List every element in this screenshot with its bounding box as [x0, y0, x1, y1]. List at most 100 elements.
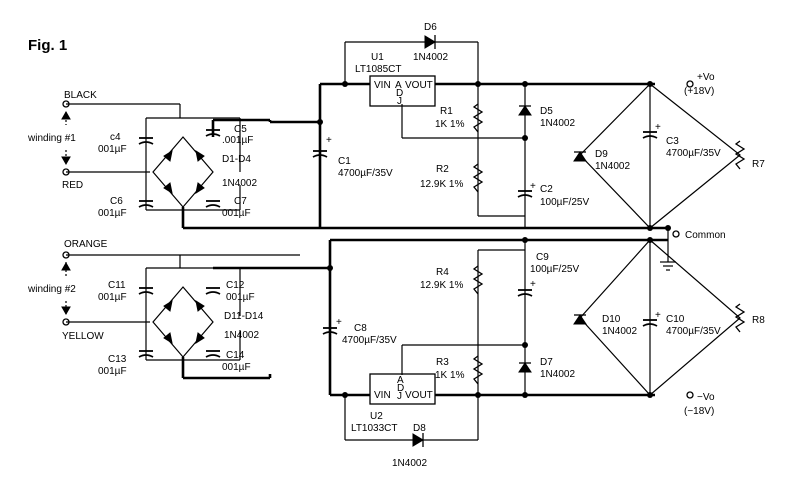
c5-ref: C5 — [234, 124, 247, 135]
pos-output-label: +Vo — [697, 72, 715, 83]
c2-value: 100µF/25V — [540, 197, 589, 208]
black-terminal-label: BLACK — [64, 90, 97, 101]
c12-ref: C12 — [226, 280, 245, 291]
u1-j: J — [397, 96, 402, 107]
u2-regulator — [369, 373, 436, 405]
c3-ref: C3 — [666, 136, 679, 147]
figure-title: Fig. 1 — [28, 37, 67, 54]
c7-value: 001µF — [222, 208, 251, 219]
c14-ref: C14 — [226, 350, 245, 361]
d6-ref: D6 — [424, 22, 437, 33]
c1-ref: C1 — [338, 156, 351, 167]
u2-a: A — [397, 375, 404, 386]
u1-vin: VIN — [374, 80, 391, 91]
neg-output-value: (−18V) — [684, 406, 714, 417]
c7-symbol — [205, 200, 221, 208]
orange-terminal-label: ORANGE — [64, 239, 108, 250]
c7-ref: C7 — [234, 196, 247, 207]
d11d14-part: 1N4002 — [224, 330, 259, 341]
pos-output-terminal — [686, 80, 694, 88]
d1-d4-bridge-diodes — [163, 149, 205, 195]
r3-value: 1K 1% — [435, 370, 465, 381]
junction-dots — [317, 81, 671, 398]
c4-ref: c4 — [110, 132, 121, 143]
c3-value: 4700µF/35V — [666, 148, 721, 159]
c13-ref: C13 — [108, 354, 127, 365]
r8-ref: R8 — [752, 315, 765, 326]
neg-output-label: −Vo — [697, 392, 715, 403]
c10-ref: C10 — [666, 314, 685, 325]
common-label: Common — [685, 230, 726, 241]
c14-value: 001µF — [222, 362, 251, 373]
u1-ref: U1 — [371, 52, 384, 63]
u2-part: LT1033CT — [351, 423, 398, 434]
c10-value: 4700µF/35V — [666, 326, 721, 337]
u2-vin: VIN — [374, 390, 391, 401]
d10-part: 1N4002 — [602, 326, 637, 337]
c9-value: 100µF/25V — [530, 264, 579, 275]
r4-value: 12.9K 1% — [420, 280, 463, 291]
d7-ref: D7 — [540, 357, 553, 368]
d9-ref: D9 — [595, 149, 608, 160]
d7-symbol — [518, 362, 532, 373]
svg-text:+: + — [530, 279, 536, 290]
c6-ref: C6 — [110, 196, 123, 207]
u2-j: J — [397, 391, 402, 402]
common-terminal — [672, 230, 680, 238]
top-half-wiring — [66, 41, 741, 230]
svg-text:+: + — [655, 310, 661, 321]
yellow-terminal-label: YELLOW — [62, 331, 104, 342]
c4-value: 001µF — [98, 144, 127, 155]
c8-ref: C8 — [354, 323, 367, 334]
winding1-terminals — [61, 100, 71, 176]
r1-ref: R1 — [440, 106, 453, 117]
d10-symbol — [573, 314, 587, 325]
c11-value: 001µF — [98, 292, 127, 303]
r4-ref: R4 — [436, 267, 449, 278]
u2-d: D — [397, 383, 404, 394]
d10-ref: D10 — [602, 314, 621, 325]
svg-text:+: + — [530, 181, 536, 192]
u1-regulator — [369, 75, 436, 107]
r2-value: 12.9K 1% — [420, 179, 463, 190]
c13-value: 001µF — [98, 366, 127, 377]
c12-symbol — [205, 287, 221, 295]
r3-ref: R3 — [436, 357, 449, 368]
d6-symbol — [424, 35, 436, 49]
c8-value: 4700µF/35V — [342, 335, 397, 346]
d5-ref: D5 — [540, 106, 553, 117]
r2-ref: R2 — [436, 164, 449, 175]
u1-d: D — [396, 88, 403, 99]
d11d14-ref: D11-D14 — [224, 311, 264, 322]
red-terminal-label: RED — [62, 180, 83, 191]
d9-symbol — [573, 151, 587, 162]
u2-ref: U2 — [370, 411, 383, 422]
u1-vout: VOUT — [405, 80, 433, 91]
d8-part: 1N4002 — [392, 458, 427, 469]
r1-value: 1K 1% — [435, 119, 465, 130]
c12-value: 001µF — [226, 292, 255, 303]
c11-ref: C11 — [108, 280, 126, 291]
d11-d14-bridge-diodes — [163, 299, 205, 345]
c6-value: 001µF — [98, 208, 127, 219]
neg-output-terminal — [686, 391, 694, 399]
u1-a: A — [395, 80, 402, 91]
d8-symbol — [412, 433, 424, 447]
winding2-label: winding #2 — [27, 284, 76, 295]
d5-part: 1N4002 — [540, 118, 575, 129]
svg-text:+: + — [655, 122, 661, 133]
pos-output-value: (+18V) — [684, 86, 714, 97]
c9-ref: C9 — [536, 252, 549, 263]
u2-vout: VOUT — [405, 390, 433, 401]
d1d4-ref: D1-D4 — [222, 154, 251, 165]
bottom-half-wiring — [66, 228, 741, 441]
svg-text:+: + — [336, 317, 342, 328]
d5-symbol — [518, 105, 532, 116]
d8-ref: D8 — [413, 423, 426, 434]
c14-symbol — [205, 350, 221, 358]
winding2-terminals — [61, 251, 71, 326]
r7-ref: R7 — [752, 159, 765, 170]
c5-value: .001µF — [222, 135, 253, 146]
d7-part: 1N4002 — [540, 369, 575, 380]
